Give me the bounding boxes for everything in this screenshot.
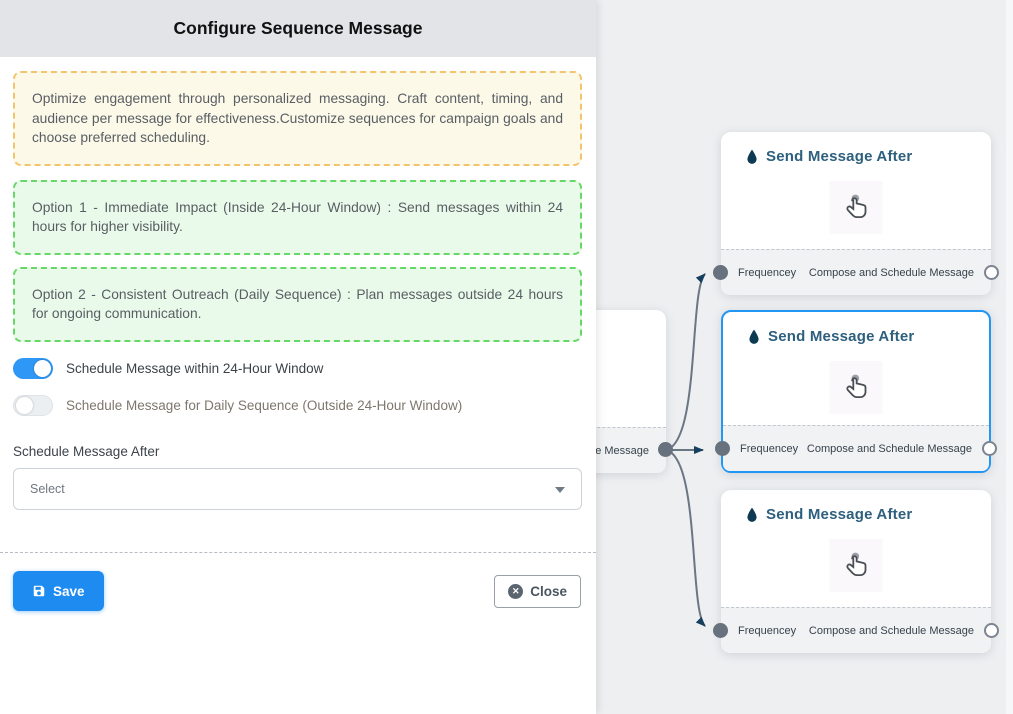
node-title-label: Send Message After: [766, 148, 913, 165]
tap-gesture-icon[interactable]: [829, 361, 883, 414]
footer-divider: [0, 552, 596, 554]
source-handle[interactable]: [982, 441, 997, 456]
drawer-footer: Save ✕ Close: [13, 553, 582, 612]
flow-node-send-message-after-3[interactable]: Send Message After Frequencey Compose an…: [713, 490, 999, 653]
save-button[interactable]: Save: [13, 571, 104, 612]
target-handle[interactable]: [713, 265, 728, 280]
node-footer: Frequencey Compose and Schedule Message: [713, 249, 999, 295]
node-title-label: Send Message After: [768, 328, 915, 345]
node-title: Send Message After: [745, 506, 912, 523]
node-title: Send Message After: [745, 148, 912, 165]
toggle-24-hour-label: Schedule Message within 24-Hour Window: [66, 361, 324, 377]
droplet-icon: [747, 329, 761, 345]
close-icon: ✕: [508, 583, 524, 599]
page-title: Configure Sequence Message: [173, 18, 423, 38]
drawer-header: Configure Sequence Message: [0, 0, 596, 57]
toggle-daily-sequence-off[interactable]: [13, 395, 53, 417]
select-placeholder: Select: [30, 482, 65, 497]
frequency-handle-label: Frequencey: [738, 266, 797, 279]
flow-node-parent-partial[interactable]: ce Message: [596, 310, 673, 473]
save-button-label: Save: [53, 583, 85, 599]
info-callout: Optimize engagement through personalized…: [13, 71, 582, 166]
compose-handle-label: Compose and Schedule Message: [808, 266, 974, 279]
compose-handle-label: Compose and Schedule Message: [808, 624, 974, 637]
configure-sequence-drawer: Configure Sequence Message Optimize enga…: [0, 0, 596, 612]
toggle-knob: [16, 397, 33, 415]
option-2-callout: Option 2 - Consistent Outreach (Daily Se…: [13, 266, 582, 343]
source-handle[interactable]: [984, 265, 999, 280]
option-1-callout: Option 1 - Immediate Impact (Inside 24-H…: [13, 179, 582, 255]
compose-handle-label: Compose and Schedule Message: [806, 442, 972, 455]
toggle-knob: [34, 360, 51, 378]
toggle-row-daily-sequence[interactable]: Schedule Message for Daily Sequence (Out…: [13, 395, 582, 417]
edge-to-node-1: [665, 273, 706, 451]
schedule-after-label: Schedule Message After: [13, 444, 160, 460]
toggle-daily-sequence-label: Schedule Message for Daily Sequence (Out…: [66, 398, 463, 414]
tap-gesture-icon[interactable]: [829, 181, 883, 234]
toggle-row-24-hour[interactable]: Schedule Message within 24-Hour Window: [13, 358, 582, 380]
frequency-handle-label: Frequencey: [740, 442, 799, 455]
flow-node-send-message-after-2-selected[interactable]: Send Message After Frequencey Compose an…: [715, 310, 997, 473]
chevron-down-icon: [555, 487, 565, 494]
droplet-icon: [745, 507, 759, 523]
schedule-after-select[interactable]: Select: [13, 468, 582, 511]
source-handle[interactable]: [658, 442, 673, 457]
target-handle[interactable]: [713, 623, 728, 638]
drawer-body: Optimize engagement through personalized…: [0, 57, 596, 612]
close-button-label: Close: [530, 583, 567, 599]
node-footer: Frequencey Compose and Schedule Message: [715, 425, 997, 471]
toggle-24-hour-on[interactable]: [13, 358, 53, 380]
scrollbar-track[interactable]: [1006, 0, 1013, 714]
floppy-disk-icon: [33, 585, 45, 597]
node-title-label: Send Message After: [766, 506, 913, 523]
edge-to-node-3: [665, 449, 706, 627]
node-title: Send Message After: [747, 328, 914, 345]
droplet-icon: [745, 149, 759, 165]
frequency-handle-label: Frequencey: [738, 624, 797, 637]
target-handle[interactable]: [715, 441, 730, 456]
source-handle[interactable]: [984, 623, 999, 638]
parent-footer-label: ce Message: [596, 444, 649, 457]
flow-canvas[interactable]: ce Message Send Message After Frequencey: [596, 0, 1013, 714]
node-footer: Frequencey Compose and Schedule Message: [713, 607, 999, 653]
flow-node-send-message-after-1[interactable]: Send Message After Frequencey Compose an…: [713, 132, 999, 295]
node-footer: ce Message: [596, 427, 666, 473]
tap-gesture-icon[interactable]: [829, 539, 883, 592]
close-button[interactable]: ✕ Close: [494, 574, 581, 608]
